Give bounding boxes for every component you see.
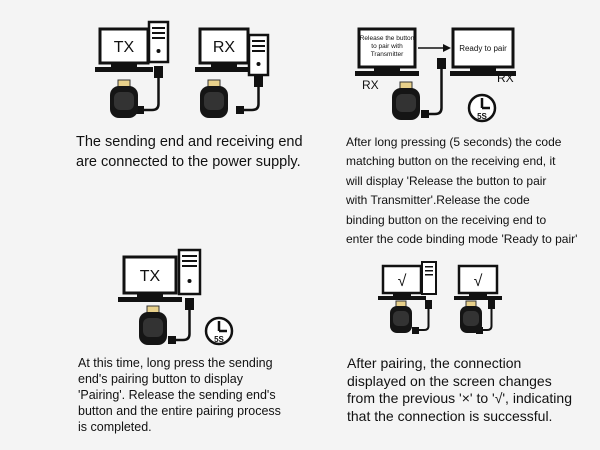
caption-line: end's pairing button to display xyxy=(78,372,243,386)
caption-line: After long pressing (5 seconds) the code xyxy=(346,135,562,149)
check-mark-right: √ xyxy=(474,273,483,290)
release-text-line-3: Transmitter xyxy=(371,51,404,58)
timer-label: 5S xyxy=(477,112,487,121)
caption-line: matching button on the receiving end, it xyxy=(346,154,556,169)
rx-monitor-ready-icon: Ready to pair xyxy=(450,27,516,76)
ready-to-pair-text: Ready to pair xyxy=(459,44,507,53)
tx-screen-label: TX xyxy=(114,39,135,56)
tx-computer-pairing-icon: TX xyxy=(118,248,202,345)
timer-5s-icon: 5S xyxy=(204,316,234,346)
caption-line: After pairing, the connection xyxy=(347,355,522,371)
caption-line: is completed. xyxy=(78,420,152,434)
step-2-caption: After long pressing (5 seconds) the code… xyxy=(346,133,591,250)
step-1-caption: The sending end and receiving end are co… xyxy=(76,133,316,172)
rx-screen-label: RX xyxy=(213,39,236,56)
arrow-right-icon xyxy=(418,44,451,52)
rx-dongle-cable-icon xyxy=(392,58,446,120)
check-mark-left: √ xyxy=(398,273,407,290)
caption-line: binding button on the receiving end to xyxy=(346,212,547,227)
step-4-caption: After pairing, the connection displayed … xyxy=(347,355,582,425)
caption-line: that the connection is successful. xyxy=(347,407,553,424)
step-3-caption: At this time, long press the sending end… xyxy=(78,355,308,435)
rx-monitor-release-icon: Release the button to pair with Transmit… xyxy=(355,27,419,76)
rx-label-right: RX xyxy=(497,71,514,85)
paired-computer-left-icon: √ xyxy=(378,261,437,334)
caption-line: are connected to the power supply. xyxy=(76,153,301,170)
timer-label-3: 5S xyxy=(214,335,224,344)
rx-computer-icon: RX xyxy=(195,27,270,118)
caption-line: enter the code binding mode 'Ready to pa… xyxy=(346,232,578,247)
tx-screen-label-3: TX xyxy=(140,268,161,285)
caption-line: displayed on the screen changes xyxy=(347,372,552,389)
timer-5s-icon: 5S xyxy=(467,93,497,123)
release-text-line-1: Release the button xyxy=(360,35,415,42)
paired-computer-right-icon: √ xyxy=(454,264,502,334)
tx-computer-icon: TX xyxy=(95,20,170,118)
caption-line: button and the entire pairing process xyxy=(78,404,281,418)
release-text-line-2: to pair with xyxy=(371,43,403,50)
caption-line: At this time, long press the sending xyxy=(78,356,273,370)
caption-line: will display 'Release the button to pair xyxy=(346,173,547,188)
caption-line: with Transmitter'.Release the code xyxy=(346,193,530,208)
rx-label-left: RX xyxy=(362,78,379,92)
caption-line: The sending end and receiving end xyxy=(76,134,303,150)
caption-line: 'Pairing'. Release the sending end's xyxy=(78,388,276,402)
caption-line: from the previous '×' to '√', indicating xyxy=(347,390,572,406)
